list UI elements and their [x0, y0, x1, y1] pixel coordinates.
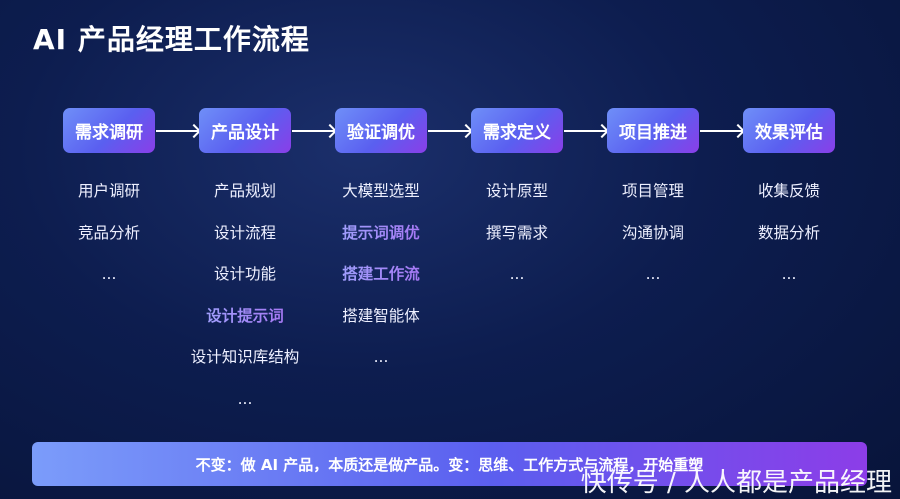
step-item: 大模型选型: [342, 182, 420, 200]
step-box: 产品设计: [199, 108, 291, 153]
watermark: 快传号 / 人人都是产品经理: [580, 468, 892, 498]
step-item: ...: [509, 265, 525, 283]
step-box: 效果评估: [743, 108, 835, 153]
step-item: 设计流程: [213, 223, 276, 242]
step-item: 设计功能: [213, 265, 276, 283]
step-item: 竞品分析: [77, 223, 140, 242]
step-item: 产品规划: [213, 182, 276, 200]
step-item: ...: [645, 265, 661, 283]
step-item: 搭建智能体: [342, 306, 420, 325]
step-items: 收集反馈数据分析...: [714, 180, 864, 305]
step-item: ...: [101, 265, 117, 283]
step-item: 项目管理: [621, 182, 684, 200]
step-items: 产品规划设计流程设计功能设计提示词设计知识库结构...: [170, 180, 320, 429]
step-items: 设计原型撰写需求...: [442, 180, 592, 305]
arrow-icon: [292, 130, 334, 132]
step-box: 验证调优: [335, 108, 427, 153]
step-item: ...: [237, 389, 253, 408]
step-item: 数据分析: [757, 223, 820, 242]
step-item: 沟通协调: [621, 223, 684, 242]
step-item: 设计原型: [485, 182, 548, 200]
arrow-icon: [564, 130, 606, 132]
summary-banner: 不变：做 AI 产品，本质还是做产品。变：思维、工作方式与流程，开始重塑: [32, 442, 867, 486]
step-item: ...: [373, 348, 389, 366]
arrow-icon: [700, 130, 742, 132]
step-item: 搭建工作流: [306, 263, 456, 305]
step-box: 需求调研: [63, 108, 155, 153]
step-item: 设计知识库结构: [190, 348, 300, 366]
step-item: 用户调研: [77, 182, 140, 200]
step-item: 撰写需求: [485, 223, 548, 242]
step-item: 提示词调优: [306, 222, 456, 264]
step-item: ...: [781, 265, 797, 283]
step-items: 项目管理沟通协调...: [578, 180, 728, 305]
arrow-icon: [428, 130, 470, 132]
step-box: 需求定义: [471, 108, 563, 153]
step-items: 大模型选型提示词调优搭建工作流搭建智能体...: [306, 180, 456, 388]
step-items: 用户调研竞品分析...: [34, 180, 184, 305]
step-item: 收集反馈: [757, 182, 820, 200]
arrow-icon: [156, 130, 198, 132]
step-item: 设计提示词: [170, 305, 320, 347]
page-title: AI 产品经理工作流程: [33, 23, 310, 56]
step-box: 项目推进: [607, 108, 699, 153]
